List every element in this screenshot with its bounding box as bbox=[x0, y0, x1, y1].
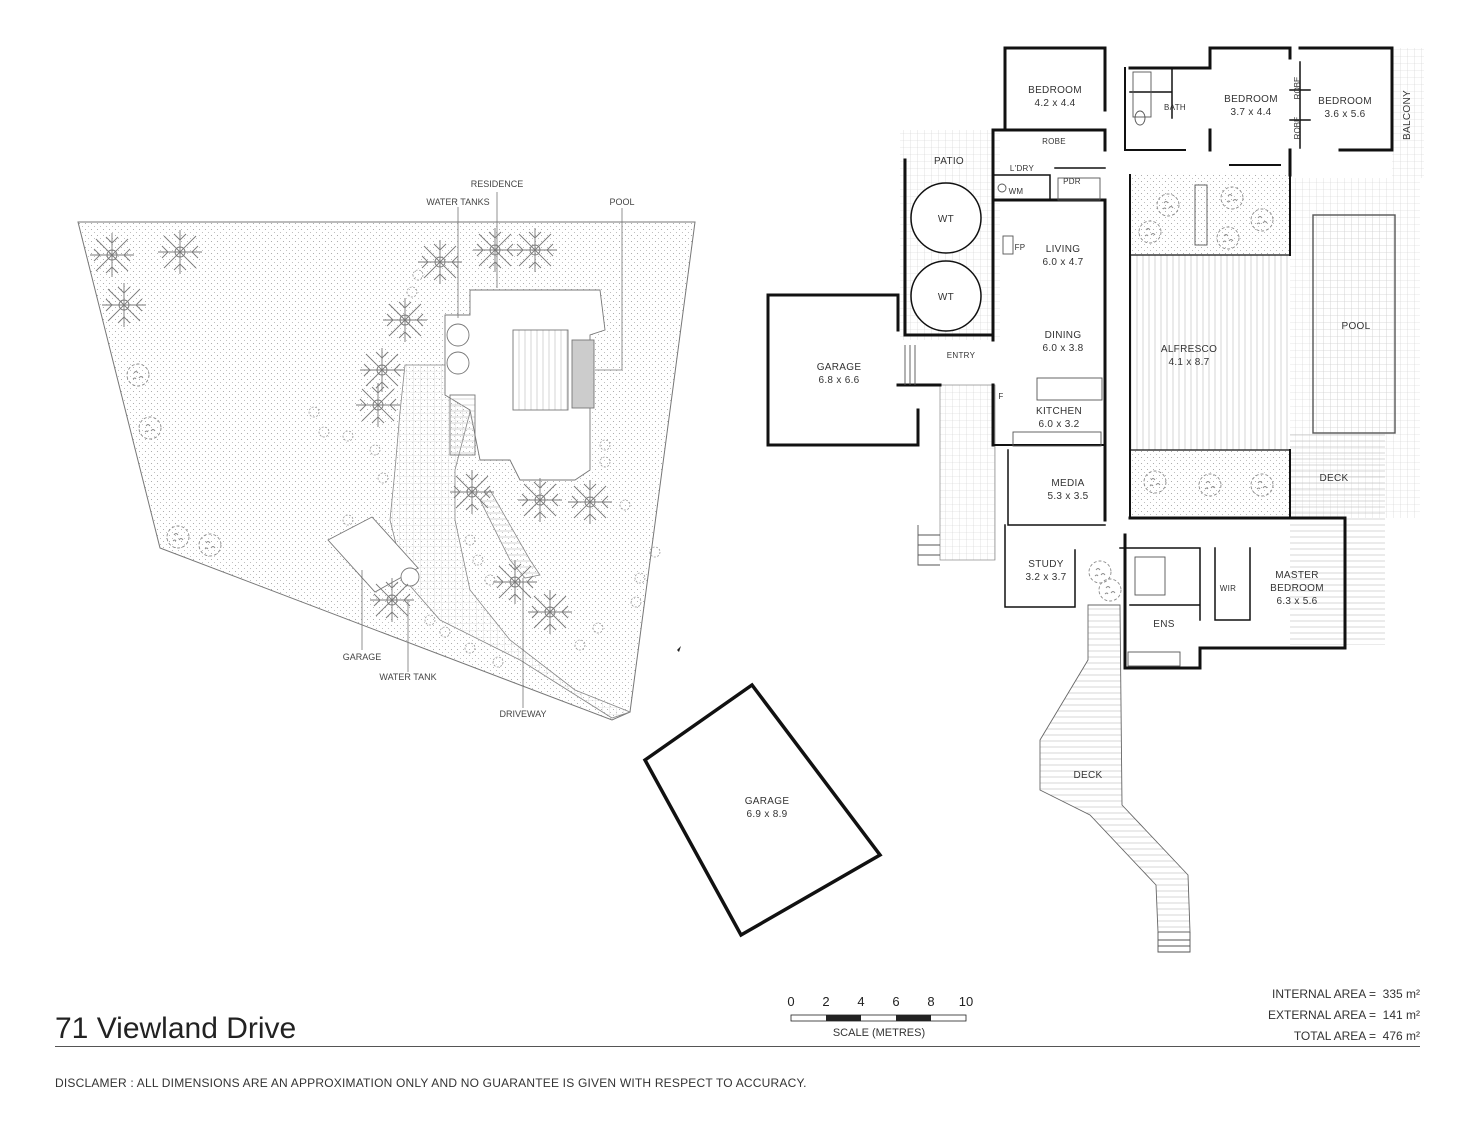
bedroom1-dims: 4.2 x 4.4 bbox=[1034, 98, 1075, 109]
area-value: 141 m² bbox=[1382, 1008, 1420, 1022]
property-title: 71 Viewland Drive bbox=[55, 1012, 297, 1045]
site-label-residence: RESIDENCE bbox=[471, 179, 524, 189]
scale-tick-4: 4 bbox=[857, 994, 864, 1009]
master-label-2: BEDROOM bbox=[1270, 583, 1324, 594]
area-row-external: EXTERNAL AREA = 141 m² bbox=[1268, 1005, 1420, 1026]
bedroom2-dims: 3.7 x 4.4 bbox=[1230, 107, 1271, 118]
fp-label: FP bbox=[1015, 243, 1026, 252]
site-garage bbox=[327, 516, 419, 593]
garage-detached-label: GARAGE bbox=[745, 796, 790, 807]
area-summary: INTERNAL AREA = 335 m² EXTERNAL AREA = 1… bbox=[1268, 984, 1420, 1047]
study-dims: 3.2 x 3.7 bbox=[1025, 572, 1066, 583]
scale-tick-8: 8 bbox=[927, 994, 934, 1009]
pool bbox=[1312, 214, 1396, 434]
bedroom3-label: BEDROOM bbox=[1318, 96, 1372, 107]
site-label-garage: GARAGE bbox=[343, 652, 382, 662]
bath-label: BATH bbox=[1164, 103, 1186, 112]
north-arrow-icon bbox=[677, 646, 681, 652]
wir-label: WIR bbox=[1220, 584, 1236, 593]
bedroom3-dims: 3.6 x 5.6 bbox=[1324, 109, 1365, 120]
media-dims: 5.3 x 3.5 bbox=[1047, 491, 1088, 502]
site-label-water-tanks: WATER TANKS bbox=[426, 197, 489, 207]
wm-label: WM bbox=[1009, 187, 1024, 196]
scale-tick-2: 2 bbox=[822, 994, 829, 1009]
scale-tick-0: 0 bbox=[787, 994, 794, 1009]
south-deck bbox=[1039, 604, 1191, 933]
scale-tick-10: 10 bbox=[959, 994, 973, 1009]
alfresco-deck bbox=[1130, 255, 1290, 450]
scale-bar: 0 2 4 6 8 10 SCALE (METRES) bbox=[787, 994, 973, 1039]
kitchen-label: KITCHEN bbox=[1036, 406, 1082, 417]
area-value: 335 m² bbox=[1382, 987, 1420, 1001]
balcony-label: BALCONY bbox=[1402, 90, 1413, 140]
east-deck bbox=[1290, 430, 1385, 645]
living-dims: 6.0 x 4.7 bbox=[1042, 257, 1083, 268]
garage-detached-dims: 6.9 x 8.9 bbox=[746, 809, 787, 820]
alfresco-dims: 4.1 x 8.7 bbox=[1168, 357, 1209, 368]
fridge-label: F bbox=[998, 392, 1003, 401]
dining-dims: 6.0 x 3.8 bbox=[1042, 343, 1083, 354]
media-label: MEDIA bbox=[1051, 478, 1084, 489]
master-dims: 6.3 x 5.6 bbox=[1276, 596, 1317, 607]
site-plan: RESIDENCE WATER TANKS POOL GARAGE WATER … bbox=[77, 179, 696, 721]
robe3-label: ROBE bbox=[1293, 117, 1302, 140]
area-label: INTERNAL AREA = bbox=[1272, 987, 1376, 1001]
robe1-label: ROBE bbox=[1042, 137, 1066, 146]
area-label: EXTERNAL AREA = bbox=[1268, 1008, 1376, 1022]
master-label-1: MASTER bbox=[1275, 570, 1318, 581]
disclaimer-text: DISCLAMER : ALL DIMENSIONS ARE AN APPROX… bbox=[55, 1076, 807, 1090]
bedroom2-label: BEDROOM bbox=[1224, 94, 1278, 105]
main-floor-plan: BEDROOM 4.2 x 4.4 BEDROOM 3.7 x 4.4 BEDR… bbox=[642, 46, 1424, 953]
scale-tick-6: 6 bbox=[892, 994, 899, 1009]
title-divider bbox=[55, 1046, 1420, 1047]
study-label: STUDY bbox=[1028, 559, 1063, 570]
area-label: TOTAL AREA = bbox=[1293, 1029, 1376, 1043]
site-boundary bbox=[77, 221, 696, 721]
patio-label: PATIO bbox=[934, 156, 964, 167]
site-residence bbox=[444, 289, 606, 481]
entry-label: ENTRY bbox=[947, 351, 976, 360]
kitchen-dims: 6.0 x 3.2 bbox=[1038, 419, 1079, 430]
powder-label: PDR bbox=[1063, 177, 1081, 186]
site-label-pool: POOL bbox=[609, 197, 634, 207]
area-row-internal: INTERNAL AREA = 335 m² bbox=[1268, 984, 1420, 1005]
laundry-label: L'DRY bbox=[1010, 164, 1035, 173]
alfresco-label: ALFRESCO bbox=[1161, 344, 1217, 355]
wt1-label: WT bbox=[938, 214, 954, 225]
entry-path bbox=[939, 384, 996, 561]
robe2-label: ROBE bbox=[1293, 77, 1302, 100]
area-value: 476 m² bbox=[1382, 1029, 1420, 1043]
ens-label: ENS bbox=[1153, 619, 1174, 630]
scale-label: SCALE (METRES) bbox=[833, 1027, 925, 1039]
bedroom1-label: BEDROOM bbox=[1028, 85, 1082, 96]
site-label-water-tank: WATER TANK bbox=[379, 672, 436, 682]
pool-label: POOL bbox=[1342, 321, 1371, 332]
area-row-total: TOTAL AREA = 476 m² bbox=[1268, 1026, 1420, 1047]
balcony-deck bbox=[1392, 48, 1424, 178]
deck1-label: DECK bbox=[1320, 473, 1349, 484]
dining-label: DINING bbox=[1045, 330, 1082, 341]
site-label-driveway: DRIVEWAY bbox=[499, 709, 546, 719]
garage-main-dims: 6.8 x 6.6 bbox=[818, 375, 859, 386]
garage-main-label: GARAGE bbox=[817, 362, 862, 373]
wt2-label: WT bbox=[938, 292, 954, 303]
living-label: LIVING bbox=[1046, 244, 1081, 255]
deck2-label: DECK bbox=[1074, 770, 1103, 781]
